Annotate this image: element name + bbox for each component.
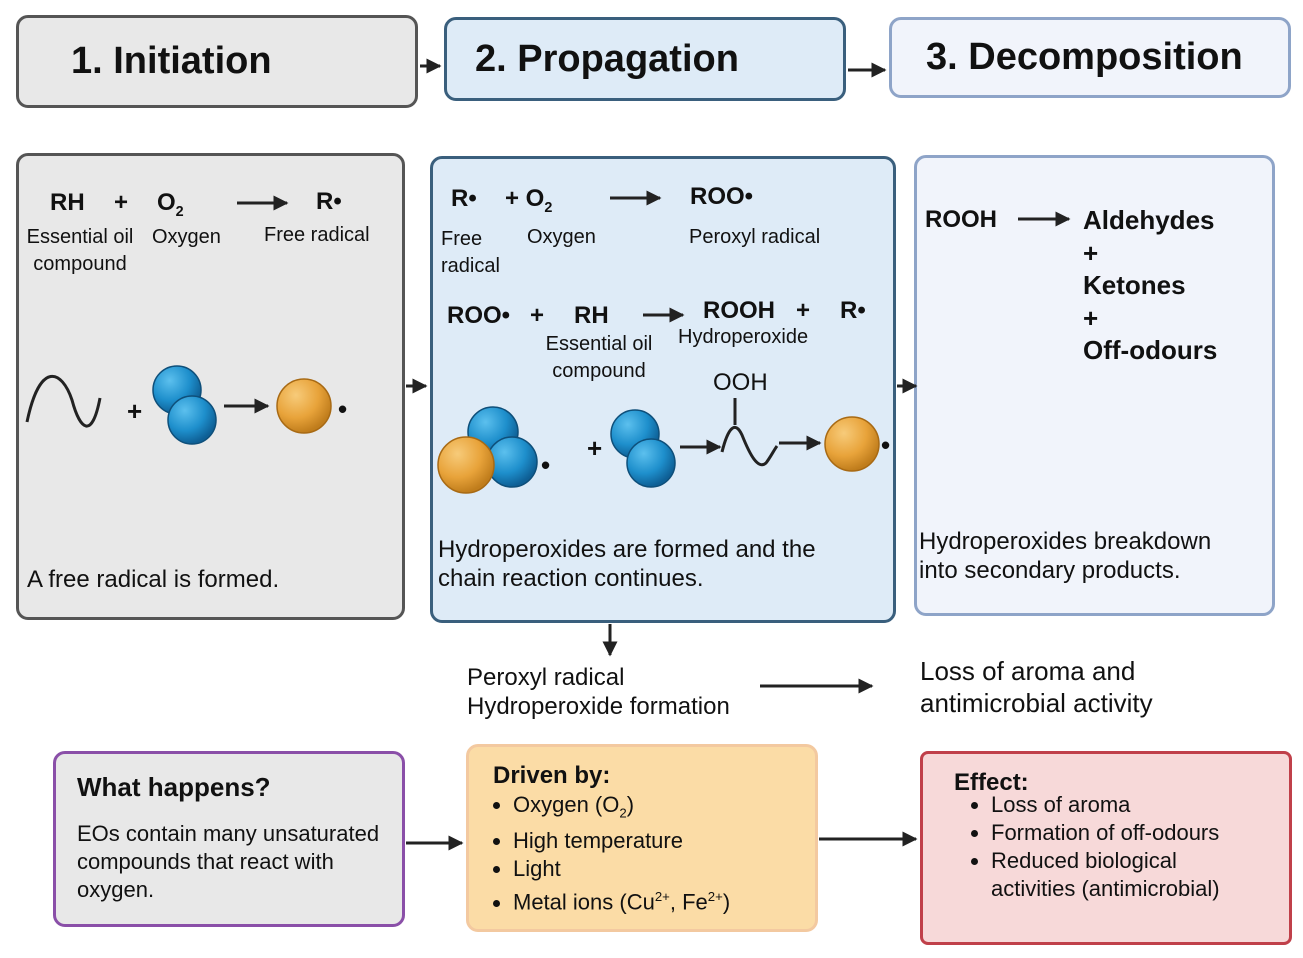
initiation-radical-dot: • [338, 394, 348, 424]
propagation-r1-oxygen-label: Oxygen [527, 226, 596, 248]
initiation-reactant: RH [50, 189, 85, 216]
propagation-oxygen-molecule [610, 409, 676, 488]
driver-metal-ions: Metal ions (Cu2+, Fe2+) [513, 883, 730, 916]
decomposition-reactant: ROOH [925, 206, 997, 233]
propagation-r2-reactant: ROO• [447, 302, 511, 329]
effect-loss-of-aroma: Loss of aroma [991, 791, 1220, 819]
initiation-oxygen: O2 [157, 189, 184, 220]
stage-title-decomposition: 3. Decomposition [926, 36, 1243, 78]
propagation-r1-product-label: Peroxyl radical [689, 226, 821, 248]
effect-title: Effect: [954, 769, 1029, 796]
effect-list: Loss of aroma Formation of off-odours Re… [969, 791, 1220, 903]
stage-header-decomposition: 3. Decomposition [889, 17, 1291, 98]
driven-by-title: Driven by: [493, 762, 611, 789]
stage-title-initiation: 1. Initiation [71, 40, 272, 82]
what-happens-box [53, 751, 405, 927]
product-ketones: Ketones [1083, 270, 1186, 300]
product-plus-2: + [1083, 302, 1099, 333]
propagation-r2-rh: RH [574, 302, 609, 329]
initiation-product-label: Free radical [264, 224, 370, 246]
propagation-peroxyl-molecule [437, 406, 538, 494]
product-off-odours: Off-odours [1083, 335, 1218, 365]
stage-title-propagation: 2. Propagation [475, 37, 739, 80]
propagation-plus-molecule: + [587, 433, 603, 463]
what-happens-body: EOs contain many unsaturated compounds t… [77, 821, 380, 902]
driven-by-box [466, 744, 818, 932]
initiation-oxygen-molecule [152, 365, 217, 445]
product-aldehydes: Aldehydes [1083, 205, 1215, 235]
propagation-r2-product-label: Hydroperoxide [678, 326, 809, 348]
initiation-caption: A free radical is formed. [27, 566, 280, 593]
propagation-r2-product2: R• [840, 297, 866, 324]
propagation-r2-plus: + [530, 302, 545, 329]
propagation-radical-dot: • [881, 430, 891, 460]
propagation-hydroperoxide-curve [720, 425, 779, 467]
initiation-plus-molecule: + [127, 396, 143, 426]
initiation-radical-molecule [276, 378, 332, 434]
product-plus-1: + [1083, 237, 1099, 268]
propagation-r1-reactant: R• [451, 185, 477, 212]
stage-header-initiation: 1. Initiation [16, 15, 418, 108]
propagation-panel [430, 156, 896, 623]
propagation-r1-product: ROO• [690, 183, 754, 210]
initiation-panel [16, 153, 405, 620]
driver-temperature: High temperature [513, 827, 730, 855]
initiation-chain-curve [25, 374, 102, 428]
decomposition-panel [914, 155, 1275, 616]
propagation-r2-plus2: + [796, 297, 811, 324]
initiation-product: R• [316, 188, 342, 215]
effect-box [920, 751, 1292, 945]
initiation-oxygen-label: Oxygen [152, 226, 221, 248]
driven-by-list: Oxygen (O2) High temperature Light Metal… [491, 791, 730, 917]
driver-light: Light [513, 855, 730, 883]
stage-header-propagation: 2. Propagation [444, 17, 846, 101]
initiation-plus: + [114, 189, 129, 216]
propagation-radical-molecule [824, 416, 880, 472]
propagation-r1-oxygen: + O2 [505, 185, 553, 216]
ooh-label: OOH [713, 369, 768, 396]
what-happens-title: What happens? [77, 772, 271, 802]
propagation-peroxyl-dot: • [541, 450, 551, 480]
driver-oxygen: Oxygen (O2) [513, 791, 730, 827]
effect-off-odours: Formation of off-odours [991, 819, 1220, 847]
propagation-r2-product: ROOH [703, 297, 775, 324]
decomposition-products: Aldehydes + Ketones + Off-odours [1083, 204, 1217, 367]
